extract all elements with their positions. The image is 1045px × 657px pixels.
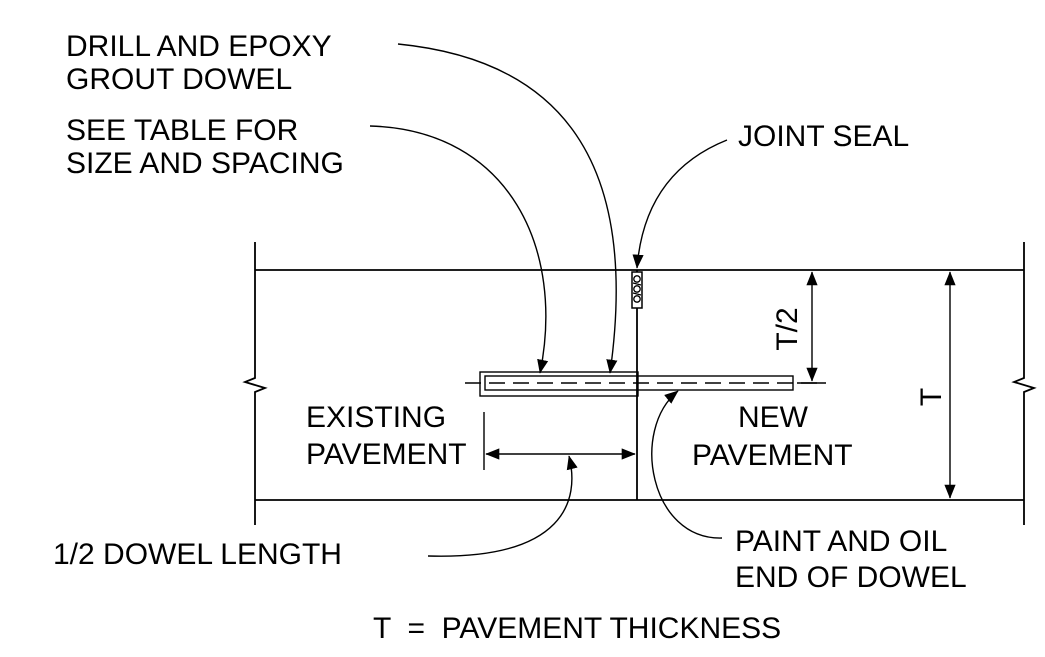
t-half-label: T/2 [771, 307, 804, 350]
epoxy-hole [479, 371, 639, 397]
paint-oil-leader [651, 390, 723, 539]
paint-oil-label-line1: PAINT AND OIL [735, 525, 947, 558]
existing-pavement-line1: EXISTING [306, 401, 446, 434]
half-dowel-length-label: 1/2 DOWEL LENGTH [53, 538, 342, 571]
see-table-label-line2: SIZE AND SPACING [66, 147, 344, 180]
existing-pavement-line2: PAVEMENT [306, 438, 467, 471]
see-table-leader [369, 125, 549, 374]
left-break-line [242, 242, 268, 525]
new-pavement-line1: NEW [738, 401, 809, 434]
drill-label-line2: GROUT DOWEL [66, 63, 292, 96]
t-label: T [915, 388, 948, 406]
joint-seal-label: JOINT SEAL [738, 120, 909, 153]
dowel [465, 371, 822, 397]
new-pavement-line2: PAVEMENT [692, 439, 853, 472]
right-break-line [1011, 242, 1037, 525]
half-dowel-leader [427, 455, 578, 557]
joint-seal-leader [632, 139, 728, 269]
thickness-dimension: T [915, 271, 956, 499]
drill-label-line1: DRILL AND EPOXY [66, 30, 332, 63]
pavement-slab [242, 242, 1037, 525]
pavement-thickness-legend: T = PAVEMENT THICKNESS [373, 612, 781, 645]
half-thickness-dimension: T/2 [771, 271, 826, 384]
paint-oil-label-line2: END OF DOWEL [735, 561, 967, 594]
drill-leader [397, 43, 618, 374]
see-table-label-line1: SEE TABLE FOR [66, 114, 298, 147]
joint-seal [631, 271, 643, 309]
half-dowel-dimension [483, 412, 636, 470]
